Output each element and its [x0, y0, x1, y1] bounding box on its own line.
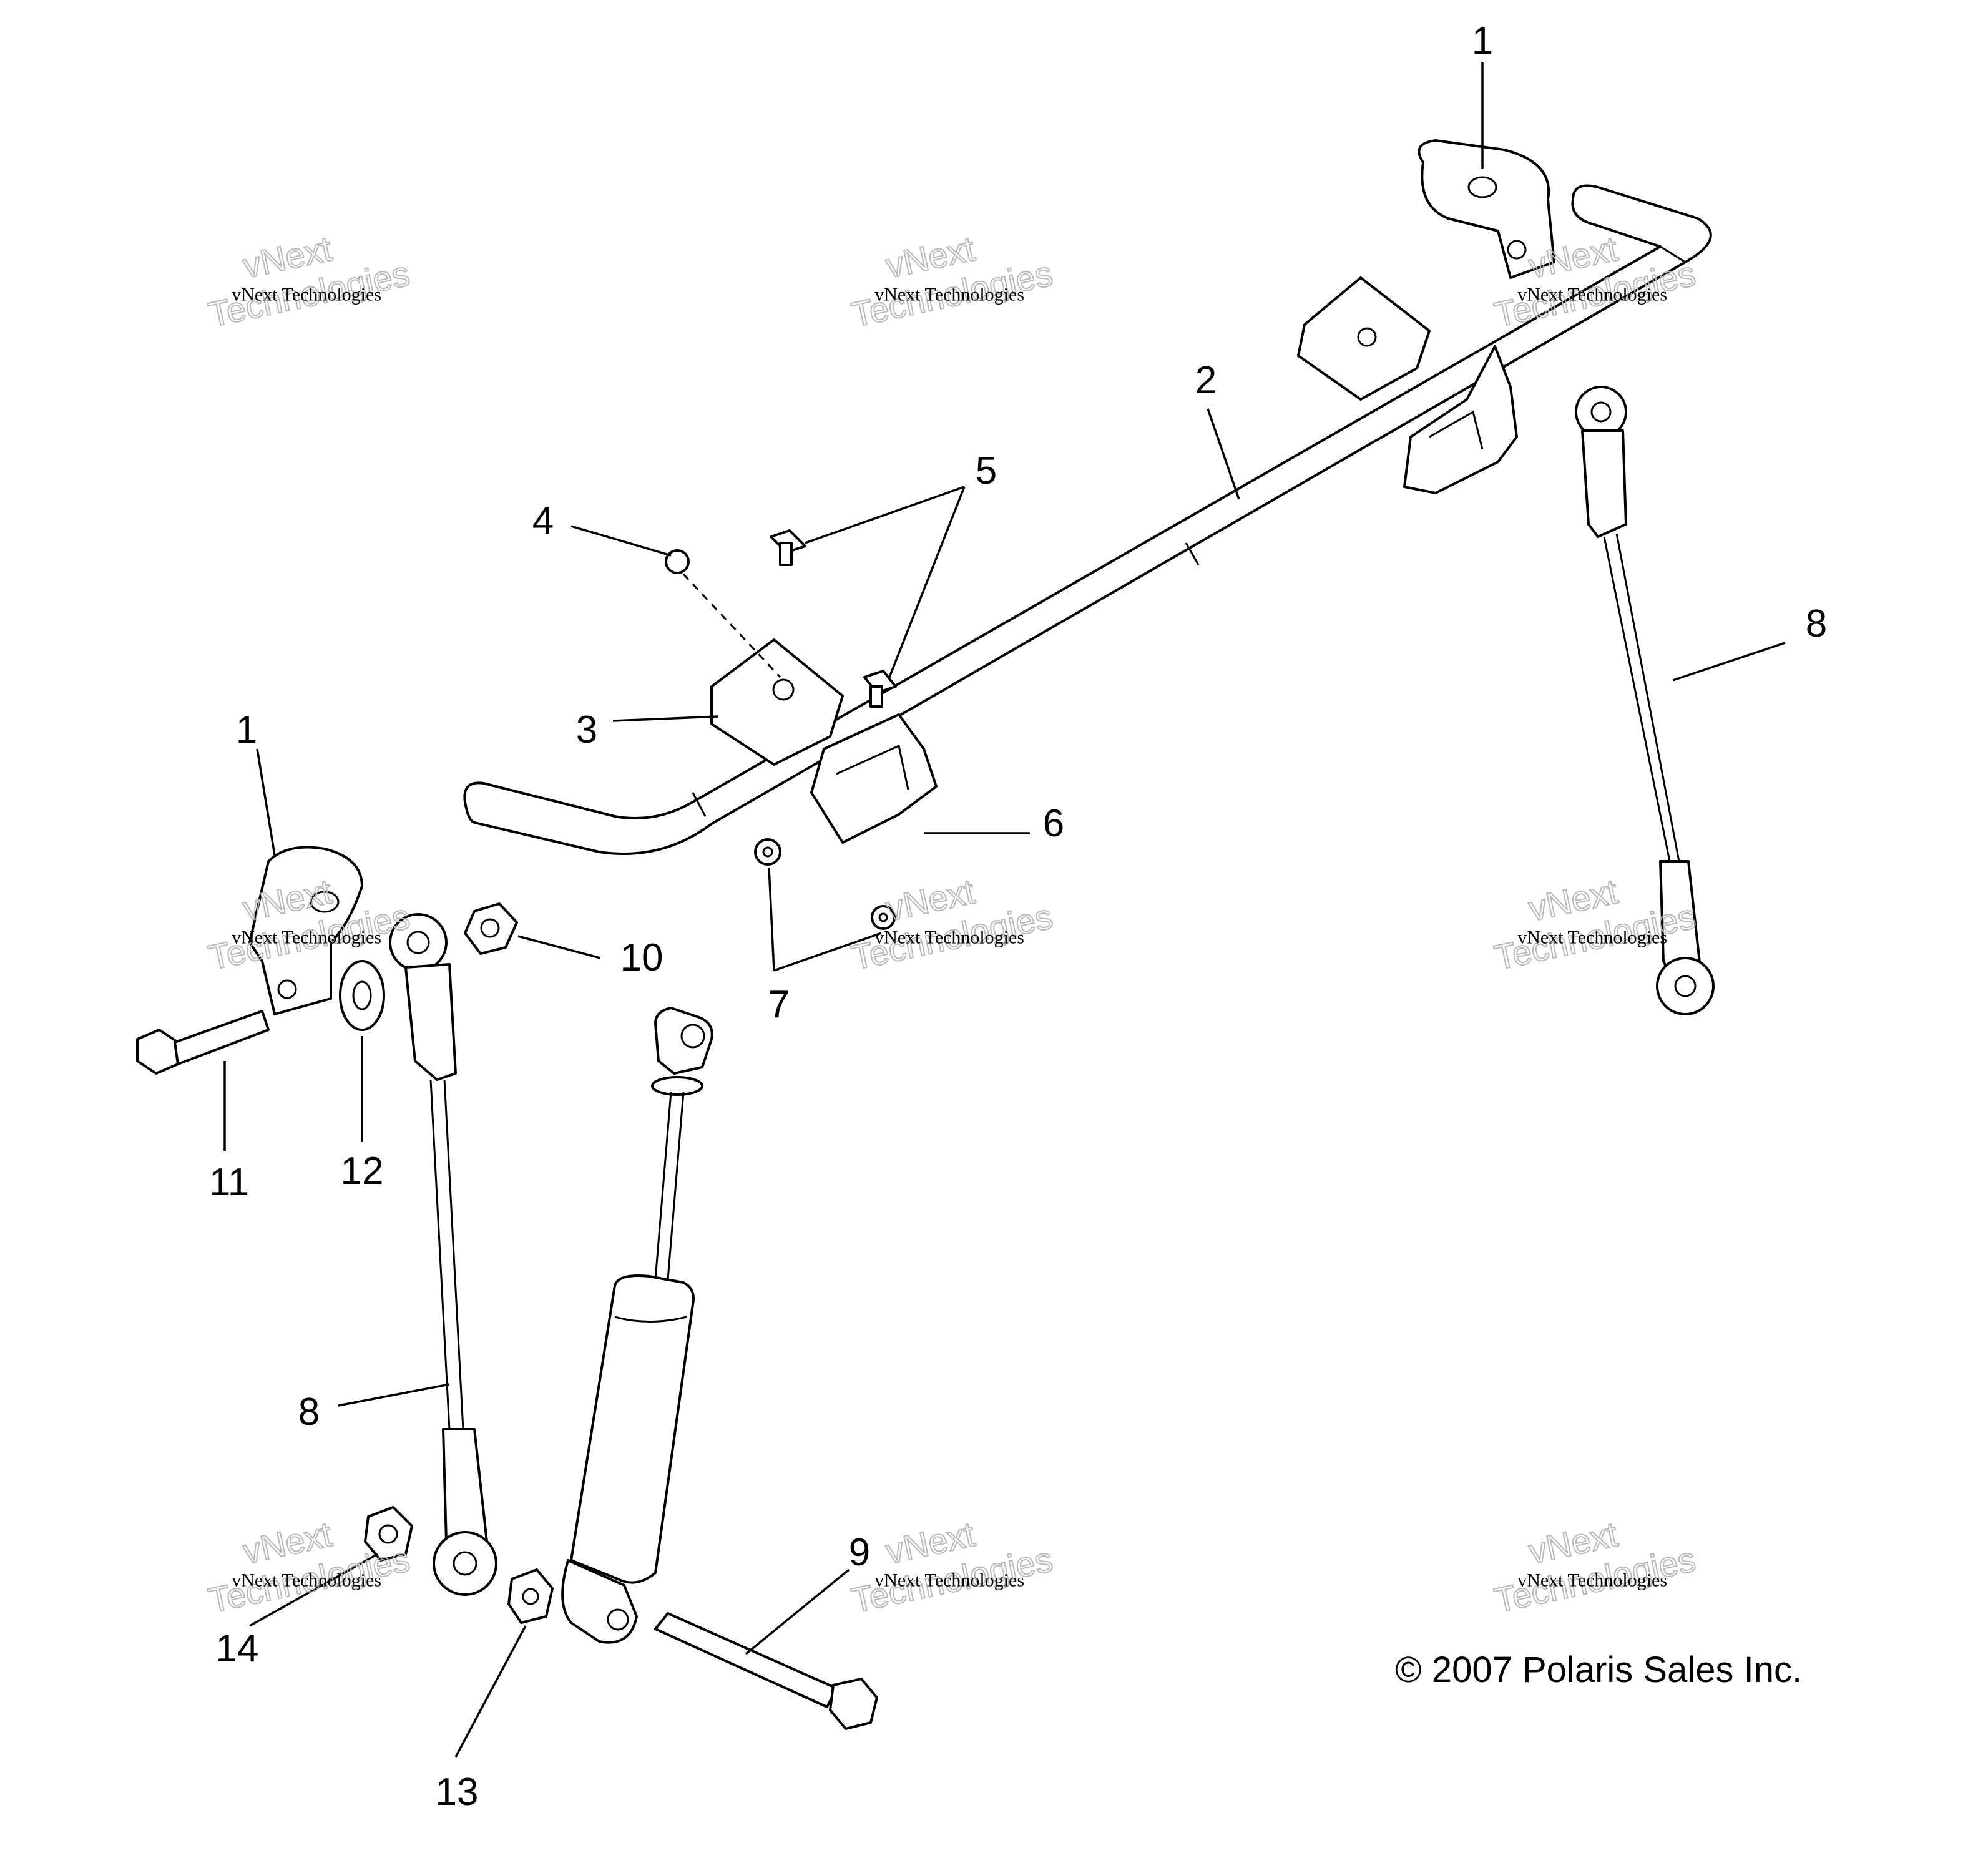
- callout-14: 14: [216, 1627, 259, 1670]
- stabilizer-bar: [463, 184, 1712, 855]
- shock-absorber: [561, 1007, 713, 1644]
- screw-5-upper: [770, 529, 806, 566]
- callout-10: 10: [620, 936, 663, 979]
- callout-6: 6: [1043, 802, 1064, 845]
- bushing-left: [810, 713, 938, 844]
- callout-labels: 1 1 2 3 4 5 6 7 8 8 9 10 11 12 13 14: [209, 19, 1827, 1814]
- svg-text:vNext Technologies: vNext Technologies: [874, 284, 1024, 305]
- bushing-clamp-left: [710, 638, 844, 766]
- watermark-br: vNext Technologies vNext Technologies: [1491, 1513, 1700, 1621]
- svg-text:vNext Technologies: vNext Technologies: [232, 1570, 381, 1590]
- callout-7: 7: [768, 983, 790, 1026]
- callout-2: 2: [1195, 359, 1217, 402]
- callout-1-top: 1: [1472, 19, 1493, 62]
- callout-5: 5: [976, 449, 997, 492]
- callout-3: 3: [576, 708, 597, 751]
- bolt-11: [136, 1010, 270, 1075]
- link-rod-right: [1575, 386, 1715, 1015]
- bolt-9: [654, 1612, 878, 1730]
- svg-text:vNext Technologies: vNext Technologies: [232, 284, 381, 305]
- bushing-13: [507, 1568, 554, 1624]
- callout-9: 9: [849, 1531, 870, 1574]
- mount-bracket-top: [1418, 139, 1555, 279]
- washer-7-lower: [871, 905, 896, 930]
- callout-1-left: 1: [236, 708, 257, 751]
- bushing-right: [1403, 345, 1518, 494]
- svg-text:vNext Technologies: vNext Technologies: [1517, 927, 1667, 947]
- watermark-tc: vNext Technologies vNext Technologies: [848, 228, 1057, 335]
- washer-7-upper: [754, 838, 781, 866]
- callout-8-left: 8: [298, 1391, 320, 1434]
- svg-text:vNext Technologies: vNext Technologies: [232, 927, 381, 947]
- callout-4: 4: [532, 499, 554, 542]
- callout-8-right: 8: [1806, 602, 1827, 645]
- bushing-clamp-right: [1297, 276, 1431, 401]
- link-rod-left: [389, 913, 497, 1596]
- bushing-14: [364, 1506, 413, 1562]
- svg-text:vNext Technologies: vNext Technologies: [874, 1570, 1024, 1590]
- svg-text:vNext Technologies: vNext Technologies: [1517, 1570, 1667, 1590]
- copyright-notice: © 2007 Polaris Sales Inc.: [1395, 1650, 1802, 1690]
- leader-lines: [223, 62, 1786, 1758]
- watermark-tl: vNext Technologies vNext Technologies: [205, 228, 414, 335]
- callout-12: 12: [341, 1150, 384, 1193]
- mount-bracket-left: [248, 846, 363, 1015]
- svg-text:vNext Technologies: vNext Technologies: [874, 927, 1024, 947]
- watermark-bc: vNext Technologies vNext Technologies: [848, 1513, 1057, 1621]
- nut-10: [464, 902, 518, 955]
- nut-4: [665, 549, 690, 574]
- callout-13: 13: [436, 1771, 479, 1814]
- svg-text:vNext Technologies: vNext Technologies: [1517, 284, 1667, 305]
- screw-5-lower: [863, 670, 897, 708]
- washer-12: [339, 960, 385, 1031]
- callout-11: 11: [209, 1161, 249, 1204]
